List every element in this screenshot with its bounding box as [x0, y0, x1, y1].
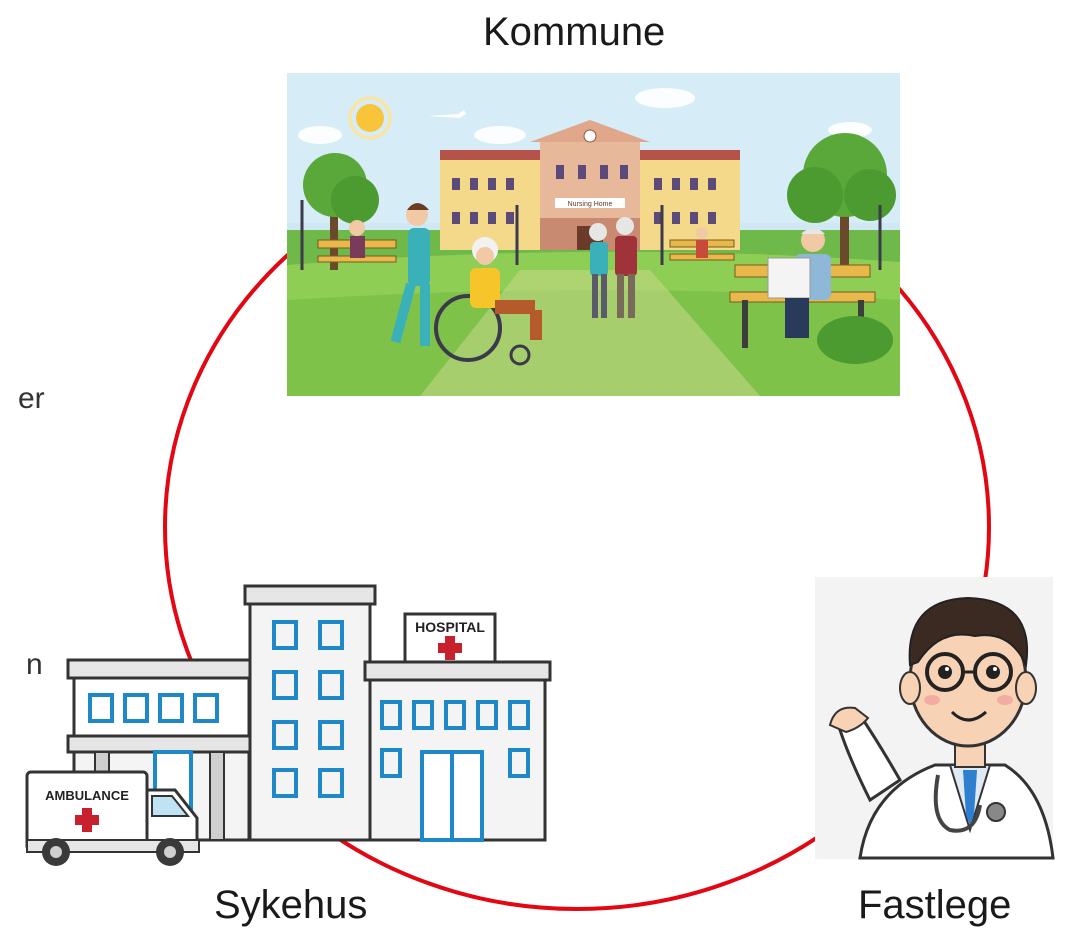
left-text-fragment-2: n [26, 648, 43, 681]
elderly-couple-figure [589, 217, 637, 318]
hospital-illustration: HOSPITAL AMBULANCE [25, 584, 552, 866]
ambulance-text: AMBULANCE [45, 788, 129, 803]
airplane-icon [428, 110, 466, 118]
nurse-figure [390, 203, 430, 346]
label-sykehus: Sykehus [214, 883, 368, 927]
wheelchair-figure [434, 237, 542, 366]
label-kommune: Kommune [483, 10, 666, 54]
nursing-home-sign: Nursing Home [568, 201, 613, 208]
nursing-home-illustration: Nursing Home [287, 73, 900, 396]
newspaper-reader-figure [767, 228, 831, 338]
left-text-fragment-1: er [18, 382, 45, 415]
label-fastlege: Fastlege [858, 883, 1012, 927]
doctor-illustration [815, 577, 1055, 860]
hospital-cross-icon [438, 636, 462, 660]
sun-icon [356, 104, 384, 132]
hospital-sign-text: HOSPITAL [415, 619, 485, 635]
ambulance-icon: AMBULANCE [25, 770, 200, 866]
